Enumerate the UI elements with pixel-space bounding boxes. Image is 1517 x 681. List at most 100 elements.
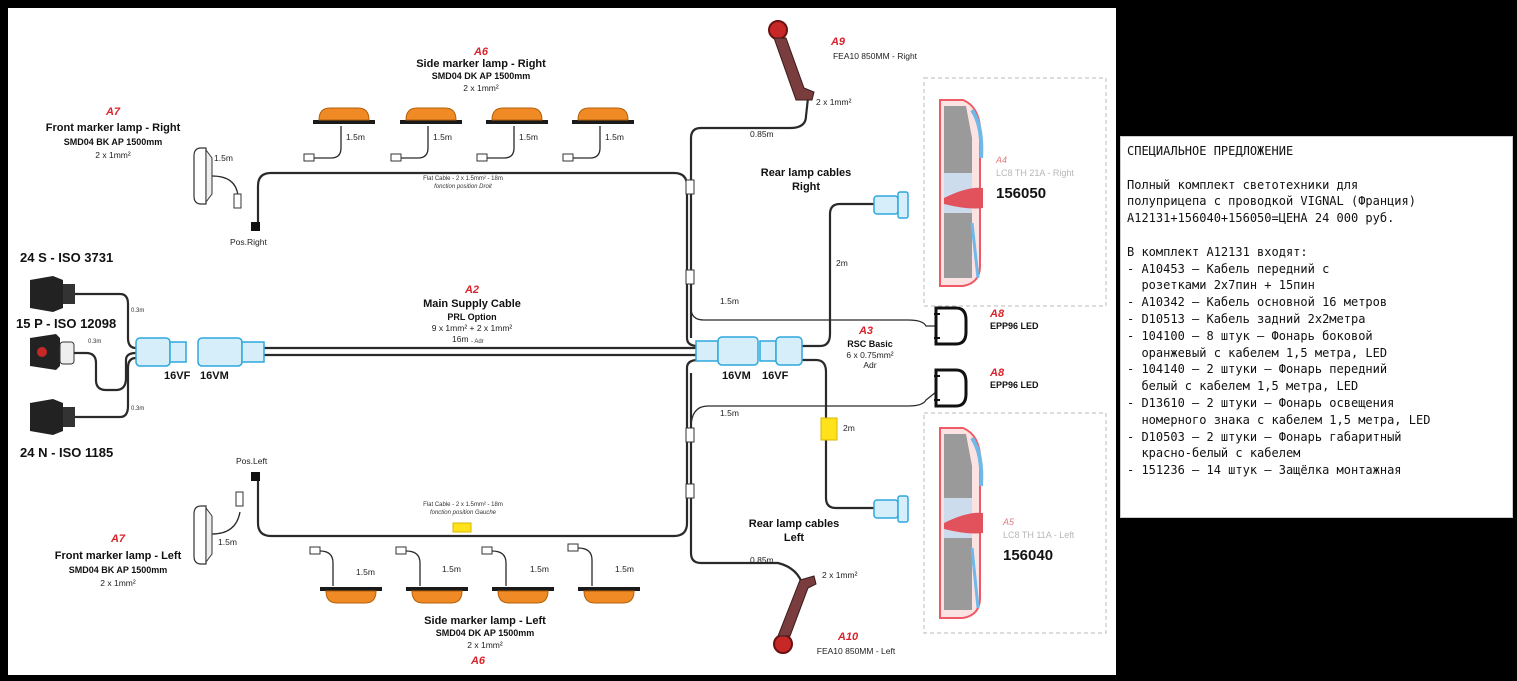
offer-notes-line: оранжевый с кабелем 1,5 метра, LED [1127, 345, 1388, 360]
connector-16vf-right [759, 336, 803, 366]
front-marker-lamp-right [193, 147, 260, 231]
a4-code: A4 [995, 155, 1007, 165]
pos-left-label: Pos.Left [236, 456, 268, 466]
a4-frame [923, 77, 1107, 307]
len-03-a: 0.3m [131, 308, 144, 314]
flat-right-line2: fonction position Droit [434, 184, 492, 190]
side-len-l1: 1.5m [356, 567, 375, 577]
label-16vm-left: 16VM [200, 370, 229, 382]
std-24s: 24 S - ISO 3731 [20, 250, 113, 265]
len-2m-left: 2m [843, 423, 855, 433]
offer-notes-line: В комплект А12131 входят: [1127, 244, 1308, 259]
a5-code: A5 [1002, 517, 1015, 527]
a10-wire: 2 x 1mm² [822, 570, 858, 580]
offer-notes-line [1127, 227, 1508, 244]
a7-right-model: SMD04 BK AP 1500mm [64, 137, 163, 147]
connector-16vf-left [135, 337, 187, 367]
a9-wire: 2 x 1mm² [816, 97, 852, 107]
rear-connector-left [873, 495, 909, 523]
rear-connector-right [873, 191, 909, 219]
label-16vm-right: 16VM [722, 370, 751, 382]
a9-len: 0.85m [750, 129, 774, 139]
flat-left-line2: fonction position Gauche [430, 510, 497, 516]
rear-cable-left [800, 358, 876, 510]
offer-notes-line: - A10342 – Кабель основной 16 метров [1127, 295, 1388, 310]
offer-notes-line: Полный комплект светотехники для [1127, 177, 1359, 192]
len-15-bottom: 1.5m [720, 408, 739, 418]
wiring-diagram: A7 Front marker lamp - Right SMD04 BK AP… [8, 8, 1116, 675]
rear-right-line2: Right [792, 181, 820, 193]
flat-right-line1: Flat Cable - 2 x 1.5mm² - 18m [423, 176, 503, 182]
std-24n: 24 N - ISO 1185 [20, 445, 113, 460]
offer-notes-line: - A10453 – Кабель передний с [1127, 261, 1330, 276]
a8-top-title: EPP96 LED [990, 321, 1039, 331]
len-15-top: 1.5m [720, 296, 739, 306]
pos-right-label: Pos.Right [230, 237, 267, 247]
side-len-l3: 1.5m [530, 564, 549, 574]
label-16vf-left: 16VF [164, 370, 191, 382]
plug-24s-icon [30, 276, 137, 350]
a6-left-model: SMD04 DK AP 1500mm [436, 628, 535, 638]
a2-adr: - Adr [471, 339, 484, 345]
side-len-r3: 1.5m [519, 132, 538, 142]
offer-notes-line [1127, 160, 1508, 177]
side-len-l4: 1.5m [615, 564, 634, 574]
flat-cable-left [256, 358, 699, 538]
offer-notes-line: полуприцепа с проводкой VIGNAL (Франция) [1127, 194, 1416, 209]
label-16vf-right: 16VF [762, 370, 789, 382]
a6-left-wire: 2 x 1mm² [467, 640, 503, 650]
rear-cable-right [800, 202, 876, 348]
a7-left-code: A7 [110, 533, 126, 545]
a7-right-title: Front marker lamp - Right [46, 122, 181, 134]
a8-bottom-title: EPP96 LED [990, 380, 1039, 390]
offer-notes-line: СПЕЦИАЛЬНОЕ ПРЕДЛОЖЕНИЕ [1127, 144, 1294, 158]
fea10-left-icon [773, 575, 817, 654]
a6-left-title: Side marker lamp - Left [424, 615, 546, 627]
a5-frame [923, 412, 1107, 634]
a2-option: PRL Option [447, 312, 496, 322]
front-marker-lamp-left [193, 472, 260, 565]
plug-15p-icon [30, 334, 137, 392]
a2-wire: 9 x 1mm² + 2 x 1mm² [432, 323, 513, 333]
a3-wire: 6 x 0.75mm² [846, 350, 893, 360]
side-len-l2: 1.5m [442, 564, 461, 574]
cable-a8-top [690, 307, 936, 327]
side-len-r1: 1.5m [346, 132, 365, 142]
connector-16vm-right [695, 336, 759, 366]
a2-len: 16m [452, 334, 469, 344]
rear-left-line1: Rear lamp cables [749, 518, 840, 530]
a7-left-model: SMD04 BK AP 1500mm [69, 565, 168, 575]
offer-notes-line: - D10503 – 2 штуки – Фонарь габаритный [1127, 429, 1402, 444]
a7-right-code: A7 [105, 106, 121, 118]
a9-code: A9 [830, 36, 846, 48]
connector-16vm-left [197, 337, 265, 367]
a6-left-code: A6 [470, 655, 486, 667]
a10-code: A10 [837, 631, 859, 643]
a2-code: A2 [464, 284, 479, 296]
a10-title: FEA10 850MM - Left [817, 646, 896, 656]
rear-lamp-a4-icon [939, 99, 984, 287]
a9-title: FEA10 850MM - Right [833, 51, 918, 61]
a7-left-title: Front marker lamp - Left [55, 550, 182, 562]
rear-lamp-a5-icon [939, 427, 984, 619]
a4-model: LC8 TH 21A - Right [996, 168, 1074, 178]
a4-part: 156050 [996, 185, 1046, 202]
offer-notes-panel: СПЕЦИАЛЬНОЕ ПРЕДЛОЖЕНИЕ Полный комплект … [1120, 136, 1513, 518]
flat-left-line1: Flat Cable - 2 x 1.5mm² - 18m [423, 502, 503, 508]
a10-len: 0.85m [750, 555, 774, 565]
a2-title: Main Supply Cable [423, 298, 521, 310]
a6-right-code: A6 [473, 46, 489, 58]
cable-a8-bottom [690, 391, 937, 429]
offer-notes-line: А12131+156040+156050=ЦЕНА 24 000 руб. [1127, 211, 1395, 226]
cable-a9 [689, 97, 810, 338]
side-drops-right [303, 126, 601, 162]
a3-code: A3 [858, 325, 873, 337]
wiring-diagram-svg: A7 Front marker lamp - Right SMD04 BK AP… [16, 20, 1107, 667]
offer-notes-line: - 104100 – 8 штук – Фонарь боковой [1127, 328, 1373, 343]
rear-right-line1: Rear lamp cables [761, 167, 852, 179]
rear-left-line2: Left [784, 532, 805, 544]
rear-right-len: 2m [836, 258, 848, 268]
std-15p: 15 P - ISO 12098 [16, 316, 116, 331]
a3-title: RSC Basic [847, 339, 893, 349]
a8-bottom-code: A8 [989, 367, 1005, 379]
